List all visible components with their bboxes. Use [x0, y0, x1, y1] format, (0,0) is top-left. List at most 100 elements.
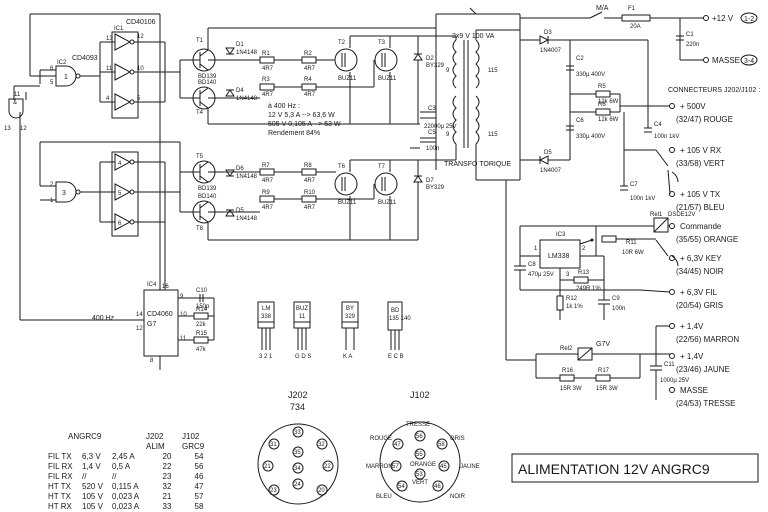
- ic1-inverter-block: IC1 CD40106 13 12 11 10 4 5: [106, 19, 156, 119]
- svg-text:C1: C1: [686, 32, 694, 38]
- diagram-title: ALIMENTATION 12V ANGRC9: [518, 461, 710, 477]
- svg-text:1N4148: 1N4148: [236, 50, 258, 56]
- svg-text:1N4007: 1N4007: [540, 48, 562, 54]
- svg-text:8: 8: [150, 358, 154, 364]
- mosfet-pair-bottom: T6 BUZ11 T7 BUZ11 D7 BY329: [334, 159, 445, 240]
- svg-text:+ 105 V RX: + 105 V RX: [680, 146, 722, 155]
- svg-text:32: 32: [318, 442, 325, 448]
- svg-text:20: 20: [318, 488, 325, 494]
- svg-text:T2: T2: [338, 40, 346, 46]
- j202-sub: 734: [290, 402, 305, 412]
- svg-text:1N4007: 1N4007: [540, 168, 562, 174]
- regulator-feedback: C8 470µ 25V R13 249R 1% R12 1k 1% C9 100…: [514, 256, 671, 320]
- svg-text:E C B: E C B: [388, 354, 404, 360]
- svg-text:T6: T6: [338, 164, 346, 170]
- pinout-bd135: BD 135 140 E C B: [387, 301, 411, 360]
- svg-text:23: 23: [270, 488, 277, 494]
- svg-text:Rel1: Rel1: [650, 212, 663, 218]
- pinout-by329: BY 329 K A: [341, 301, 359, 360]
- svg-text:T1: T1: [196, 38, 204, 44]
- svg-text:3: 3: [62, 190, 66, 197]
- svg-text:(35/55) ORANGE: (35/55) ORANGE: [676, 235, 738, 244]
- ic4-oscillator: IC4 CD4060 G7 9 10 11 8 16 14 12: [136, 282, 187, 364]
- plus12-label: +12 V: [712, 14, 734, 23]
- svg-text:C9: C9: [612, 296, 620, 302]
- ic3-regulator: IC3 LM338 1 2 3 R11 10R 6W: [519, 225, 656, 290]
- svg-text:(21/57) BLEU: (21/57) BLEU: [676, 203, 725, 212]
- svg-text:100n: 100n: [426, 146, 439, 152]
- svg-text:+ 105 V TX: + 105 V TX: [680, 190, 721, 199]
- svg-text:4R7: 4R7: [262, 92, 274, 98]
- svg-text:&: &: [13, 100, 17, 106]
- svg-text:C2: C2: [576, 56, 584, 62]
- svg-text:330µ 400V: 330µ 400V: [576, 134, 605, 140]
- svg-text:(22/56) MARRON: (22/56) MARRON: [676, 335, 739, 344]
- svg-text:R13: R13: [578, 270, 590, 276]
- svg-text:11: 11: [299, 314, 306, 320]
- svg-text:BUZ11: BUZ11: [338, 200, 357, 206]
- svg-text:13: 13: [4, 126, 11, 132]
- driver-top-bjt-pair: T1 BD139 BD140 T4 D1 1N4148 D4 1N4148: [179, 28, 260, 124]
- connector-j102: J102 TRESSE ROUGE GRIS MARRON ORANGE JAU…: [366, 390, 480, 503]
- svg-text:12: 12: [137, 34, 144, 40]
- ic1-label: IC1: [114, 26, 124, 32]
- svg-text:5: 5: [137, 96, 141, 102]
- mosfet-pair-top: T2 BUZ11 T3 BUZ11 D2 BY329: [334, 35, 445, 124]
- svg-text:TRESSE: TRESSE: [406, 422, 430, 428]
- svg-text:T8: T8: [196, 226, 204, 232]
- svg-text:R8: R8: [304, 163, 312, 169]
- ic1-type: CD40106: [126, 19, 156, 26]
- svg-text:ROUGE: ROUGE: [370, 436, 392, 442]
- svg-text:45: 45: [440, 464, 447, 470]
- toroidal-transformer: 2x9 V 100 VA 9 9 115 115 TRANSFO TORIQUE: [435, 7, 521, 181]
- svg-text:G D S: G D S: [295, 354, 311, 360]
- svg-text:R15: R15: [196, 331, 208, 337]
- svg-text:D5: D5: [236, 208, 244, 214]
- svg-text:58: 58: [438, 442, 445, 448]
- title-box: ALIMENTATION 12V ANGRC9: [511, 453, 759, 483]
- svg-text:JAUNE: JAUNE: [460, 464, 480, 470]
- svg-text:LM: LM: [262, 306, 270, 312]
- svg-text:150p: 150p: [196, 304, 210, 310]
- svg-text:IC3: IC3: [556, 232, 566, 238]
- svg-text:22: 22: [324, 464, 331, 470]
- svg-text:BY329: BY329: [426, 63, 445, 69]
- svg-text:(34/45) NOIR: (34/45) NOIR: [676, 267, 724, 276]
- svg-text:C3: C3: [428, 106, 436, 112]
- svg-text:R17: R17: [598, 368, 610, 374]
- svg-text:MASSE: MASSE: [680, 386, 708, 395]
- svg-text:R12: R12: [566, 296, 578, 302]
- svg-text:12: 12: [20, 126, 27, 132]
- svg-text:R10: R10: [304, 190, 316, 196]
- svg-text:+ 6,3V FIL: + 6,3V FIL: [680, 288, 718, 297]
- svg-text:(24/53) TRESSE: (24/53) TRESSE: [676, 399, 735, 408]
- svg-text:D6: D6: [236, 166, 244, 172]
- ic2-nand-gate-top: 1 IC2 CD4093 6 5: [50, 55, 98, 87]
- svg-text:34: 34: [294, 466, 301, 472]
- svg-text:C10: C10: [196, 288, 208, 294]
- svg-text:12: 12: [136, 326, 143, 332]
- svg-text:4R7: 4R7: [262, 66, 274, 72]
- output-connectors: CONNECTEURS J202/J102 : + 500V (32/47) R…: [668, 87, 760, 408]
- svg-text:D1: D1: [236, 42, 244, 48]
- svg-text:ORANGE: ORANGE: [410, 462, 436, 468]
- svg-text:BD: BD: [391, 308, 400, 314]
- svg-text:16: 16: [162, 284, 169, 290]
- svg-text:4R7: 4R7: [262, 205, 274, 211]
- svg-text:24: 24: [294, 482, 301, 488]
- svg-text:6: 6: [50, 66, 54, 72]
- svg-text:BUZ11: BUZ11: [378, 200, 397, 206]
- svg-text:21: 21: [264, 464, 271, 470]
- svg-text:54: 54: [398, 484, 405, 490]
- svg-text:9: 9: [446, 132, 450, 138]
- svg-text:BD139: BD139: [198, 74, 217, 80]
- svg-text:53: 53: [416, 472, 423, 478]
- svg-text:4R7: 4R7: [262, 178, 274, 184]
- svg-text:35: 35: [294, 450, 301, 456]
- j102-title: J102: [410, 390, 430, 400]
- connector-j202: J202 734 33 31 21 24 35 34 32 22 23 20: [257, 390, 339, 505]
